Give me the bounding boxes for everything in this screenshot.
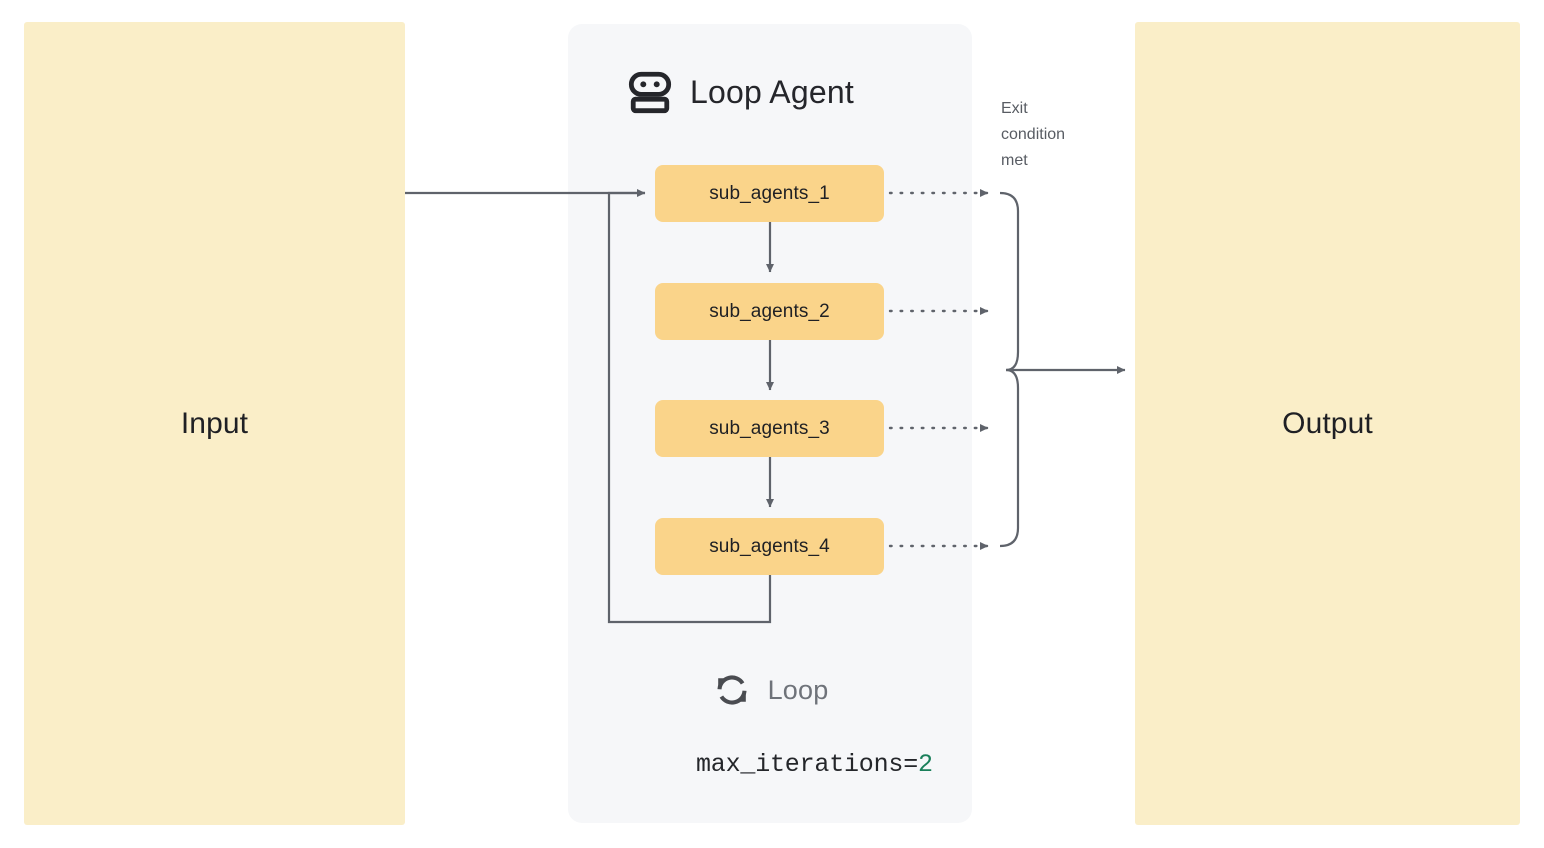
- sub-agent-box-4[interactable]: sub_agents_4: [655, 518, 884, 575]
- input-panel: Input: [24, 22, 405, 825]
- sub-agent-label-4: sub_agents_4: [709, 536, 830, 557]
- loop-badge: Loop: [712, 670, 829, 710]
- loop-footer: Loop max_iterations=2: [568, 670, 972, 810]
- max-iterations-value: 2: [918, 750, 933, 779]
- input-label: Input: [180, 406, 249, 440]
- max-iterations-line: max_iterations=2: [607, 720, 933, 810]
- sub-agent-box-3[interactable]: sub_agents_3: [655, 400, 884, 457]
- robot-icon: [627, 69, 673, 115]
- loop-agent-title: Loop Agent: [690, 74, 854, 110]
- loop-agent-header: Loop Agent: [627, 64, 854, 120]
- loop-badge-label: Loop: [767, 674, 829, 705]
- sub-agent-box-2[interactable]: sub_agents_2: [655, 283, 884, 340]
- output-panel: Output: [1135, 22, 1520, 825]
- sub-agent-box-1[interactable]: sub_agents_1: [655, 165, 884, 222]
- sub-agent-label-2: sub_agents_2: [709, 301, 830, 322]
- output-label: Output: [1282, 406, 1373, 440]
- sub-agent-label-1: sub_agents_1: [709, 183, 830, 204]
- sub-agent-label-3: sub_agents_3: [709, 418, 830, 439]
- exit-collector-bracket: [999, 191, 1020, 548]
- loop-refresh-icon: [712, 670, 752, 710]
- max-iterations-key: max_iterations=: [695, 750, 919, 779]
- exit-condition-label: Exit condition met: [1001, 100, 1066, 169]
